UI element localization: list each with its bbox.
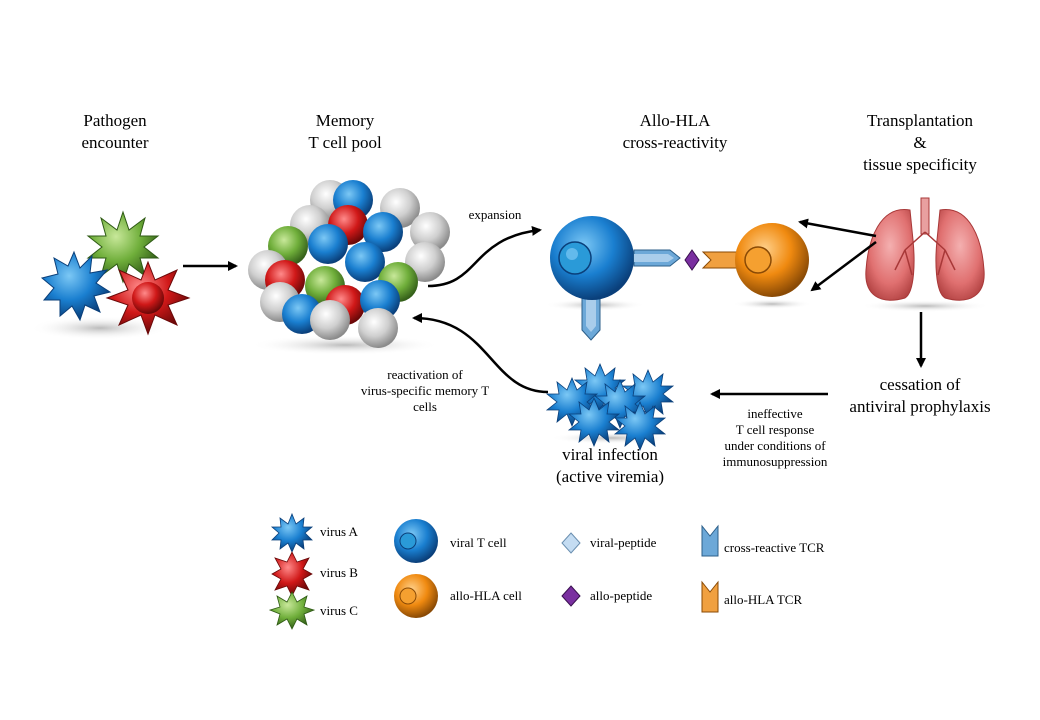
legend-cross-reactive-tcr-label: cross-reactive TCR <box>724 540 825 555</box>
legend-virus-b-label: virus B <box>320 565 358 580</box>
legend-viral-peptide-icon <box>561 532 581 554</box>
header-transplant-line1: Transplantation <box>866 111 974 130</box>
cessation-line2: antiviral prophylaxis <box>849 397 991 416</box>
legend-viral-t-cell-label: viral T cell <box>450 535 507 550</box>
ineffective-label: ineffective T cell response under condit… <box>700 406 850 470</box>
legend-virus-a-icon <box>270 512 314 553</box>
expansion-label: expansion <box>468 207 522 222</box>
ineffective-line1: ineffective <box>747 406 803 421</box>
legend-allo-hla-tcr-label: allo-HLA TCR <box>724 592 803 607</box>
legend-cross-reactive-tcr-icon <box>701 524 719 557</box>
memory-t-cell-pool <box>248 180 450 355</box>
header-pathogen-line1: Pathogen <box>83 111 147 130</box>
reactivation-line1: reactivation of <box>387 367 463 382</box>
viral-infection-cluster <box>545 362 675 452</box>
header-memory-line2: T cell pool <box>308 133 382 152</box>
legend-virus-a-label: virus A <box>320 524 358 539</box>
legend-allo-peptide-label: allo-peptide <box>590 588 653 603</box>
header-memory-line1: Memory <box>315 111 375 130</box>
virus-c-icon <box>86 210 160 284</box>
expansion-arrow <box>427 225 542 288</box>
arrow-lung-to-allo-2 <box>810 241 877 292</box>
reactivation-line2: virus-specific memory T <box>360 383 490 398</box>
ineffective-line4: immunosuppression <box>722 454 828 469</box>
legend-viral-peptide-label: viral-peptide <box>590 535 657 550</box>
header-allo-hla: Allo-HLA cross-reactivity <box>600 110 750 154</box>
header-memory: Memory T cell pool <box>290 110 400 154</box>
cross-reactivity-group <box>545 216 812 341</box>
viral-infection-line2: (active viremia) <box>555 467 665 486</box>
virus-a-icon <box>40 250 112 322</box>
legend-virus-c-label: virus C <box>320 603 358 618</box>
cessation-line1: cessation of <box>879 375 961 394</box>
lung-icon <box>860 197 990 312</box>
legend-allo-hla-tcr-icon <box>701 580 719 613</box>
reactivation-arrow <box>412 313 549 394</box>
legend-virus-c-icon <box>268 591 316 630</box>
header-transplant-line3: tissue specificity <box>863 155 977 174</box>
ineffective-line2: T cell response <box>735 422 815 437</box>
viral-infection-line1: viral infection <box>562 445 658 464</box>
legend-icons <box>268 512 719 630</box>
reactivation-label: reactivation of virus-specific memory T … <box>340 367 510 415</box>
header-pathogen: Pathogen encounter <box>60 110 170 154</box>
header-transplantation: Transplantation & tissue specificity <box>840 110 1000 176</box>
header-allo-line1: Allo-HLA <box>639 111 711 130</box>
header-pathogen-line2: encounter <box>81 133 149 152</box>
legend-allo-hla-cell-label: allo-HLA cell <box>450 588 522 603</box>
ineffective-line3: under conditions of <box>724 438 826 453</box>
legend-allo-peptide-icon <box>561 585 581 607</box>
reactivation-line3: cells <box>413 399 437 414</box>
arrow-lung-to-allo-1 <box>798 218 877 238</box>
cessation-label: cessation of antiviral prophylaxis <box>830 374 1010 418</box>
viral-infection-label: viral infection (active viremia) <box>540 444 680 488</box>
legend-virus-b-icon <box>271 551 313 597</box>
pathogen-cluster <box>30 210 191 340</box>
header-allo-line2: cross-reactivity <box>622 133 728 152</box>
header-transplant-line2: & <box>913 133 927 152</box>
